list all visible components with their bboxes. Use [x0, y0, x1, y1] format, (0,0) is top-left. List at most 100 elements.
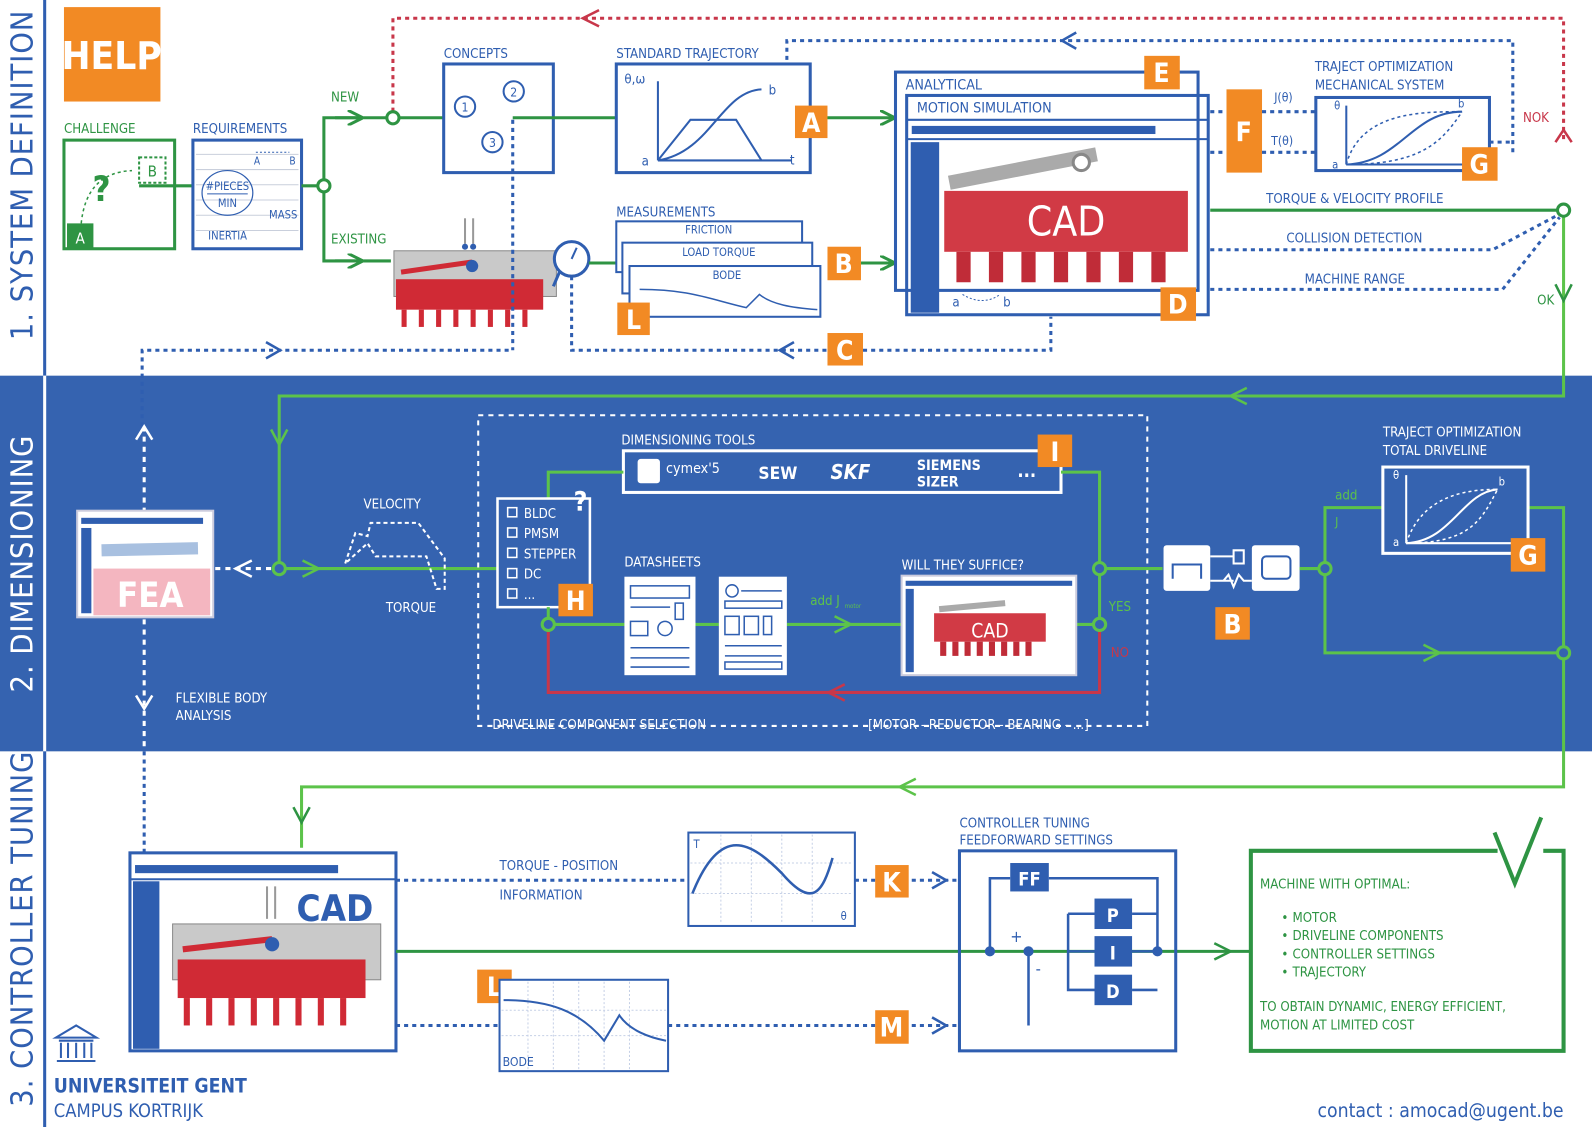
badge-m[interactable]: M — [875, 1010, 909, 1044]
point-a: a — [1393, 536, 1399, 549]
axis-label-theta: θ — [1334, 100, 1340, 113]
sidebar — [133, 881, 160, 1049]
badge-b[interactable]: B — [827, 246, 861, 281]
badge-k[interactable]: K — [875, 865, 909, 898]
junction — [1555, 202, 1572, 218]
checkbox-other[interactable]: ... — [524, 588, 535, 603]
badge-d[interactable]: D — [1160, 287, 1197, 321]
university-logo: UNIVERSITEIT GENT CAMPUS KORTRIJK — [52, 1024, 247, 1122]
dashed-feedback-line — [570, 276, 1053, 352]
selection-flow-lines — [546, 567, 1163, 626]
help-button[interactable]: HELP — [62, 7, 162, 102]
will-they-suffice-title: WILL THEY SUFFICE? — [902, 559, 1024, 574]
lightbulb-icon — [453, 95, 477, 118]
lightbulb-icon — [502, 80, 525, 103]
arrow-right-icon — [931, 871, 949, 890]
question-icon: ? — [93, 170, 111, 210]
driveline-icons — [1163, 545, 1300, 591]
campus-name: CAMPUS KORTRIJK — [54, 1101, 204, 1122]
checkmark-icon — [1492, 816, 1544, 889]
concept-3: 3 — [489, 136, 496, 150]
badge-i-label: I — [1050, 438, 1059, 468]
flexible-body-label-2: ANALYSIS — [176, 709, 232, 724]
badge-e[interactable]: E — [1144, 55, 1180, 90]
trajectory-optimization-mech-chart: θ a b — [1314, 95, 1491, 173]
axis-label-x: t — [790, 153, 795, 168]
badge-m-label: M — [880, 1014, 904, 1044]
result-item-controller: CONTROLLER SETTINGS — [1292, 947, 1434, 962]
contact-email-link[interactable]: contact : amocad@ugent.be — [1317, 1099, 1563, 1122]
p-block: P — [1107, 906, 1119, 927]
existing-machine-image — [393, 218, 557, 327]
checkbox-bldc[interactable]: BLDC — [524, 507, 556, 522]
challenge-title: CHALLENGE — [64, 122, 136, 137]
result-item-trajectory: TRAJECTORY — [1291, 966, 1366, 981]
measurements-title: MEASUREMENTS — [616, 205, 715, 220]
result-footer-2: MOTION AT LIMITED COST — [1260, 1019, 1415, 1034]
traject-opt-total-title-1: TRAJECT OPTIMIZATION — [1382, 426, 1522, 441]
badge-h[interactable]: H — [558, 583, 593, 617]
velocity-label: VELOCITY — [363, 498, 421, 513]
axis-label-y: θ,ω — [624, 72, 645, 87]
checkbox-dc[interactable]: DC — [524, 568, 541, 583]
requirements-title: REQUIREMENTS — [193, 122, 287, 137]
nok-label: NOK — [1523, 111, 1550, 126]
analytical-window: ANALYTICAL — [893, 70, 1200, 292]
cad-tuning-window: CAD — [128, 851, 398, 1053]
badge-b-label: B — [1224, 611, 1242, 641]
tools-loop-line — [546, 470, 1102, 564]
no-label: NO — [1111, 646, 1129, 661]
driveline-flow-lines — [300, 506, 1566, 848]
badge-c[interactable]: C — [827, 333, 864, 366]
driveline-items-label: [MOTOR - REDUCTOR - BEARING - ...] — [868, 718, 1089, 733]
badge-e-label: E — [1153, 59, 1169, 89]
result-item: • — [1281, 947, 1288, 962]
motor-type-list: ? BLDC PMSM STEPPER DC ... — [496, 488, 592, 609]
junction — [316, 178, 332, 194]
cad-model — [944, 190, 1188, 252]
arrow-right-icon — [1213, 942, 1234, 961]
checkbox-pmsm[interactable]: PMSM — [524, 527, 559, 542]
badge-l[interactable]: L — [617, 302, 650, 336]
point-a: a — [642, 155, 649, 170]
plus-sign: + — [1010, 927, 1022, 946]
add-label: add — [1335, 489, 1357, 504]
cad-label: CAD — [296, 887, 373, 930]
badge-g-driveline[interactable]: G — [1510, 538, 1546, 572]
badge-g[interactable]: G — [1462, 147, 1498, 181]
tool-siemens: SIEMENS — [917, 458, 981, 474]
axis-label-theta: θ — [1393, 469, 1399, 482]
req-pieces: #PIECES — [206, 180, 250, 193]
lightbulb-icon — [481, 130, 504, 154]
section-label-controller-tuning: 3. CONTROLLER TUNING — [5, 751, 40, 1107]
badge-a[interactable]: A — [794, 105, 828, 139]
existing-label: EXISTING — [331, 233, 386, 248]
motor-icon — [1251, 545, 1300, 591]
standard-trajectory-chart: θ,ω t a b — [614, 62, 812, 175]
badge-i[interactable]: I — [1037, 434, 1073, 468]
tool-more: ... — [1017, 461, 1036, 482]
axis-label-t: T — [692, 838, 700, 851]
section-label-dimensioning: 2. DIMENSIONING — [5, 435, 40, 693]
badge-f[interactable]: F — [1226, 89, 1263, 173]
controller-block: FF P I D + - — [957, 849, 1178, 1053]
badge-b-driveline[interactable]: B — [1215, 607, 1250, 641]
junction — [1317, 560, 1333, 577]
arrow-right-icon — [834, 615, 854, 634]
add-j-motor-label: add J — [810, 594, 840, 609]
result-item-driveline: DRIVELINE COMPONENTS — [1292, 929, 1443, 944]
junction — [540, 616, 556, 633]
machine-range-line — [1210, 216, 1561, 291]
toolbar — [135, 865, 339, 874]
traject-opt-total-title-2: TOTAL DRIVELINE — [1382, 444, 1487, 459]
datasheets-title: DATASHEETS — [624, 556, 701, 571]
checkbox-stepper[interactable]: STEPPER — [524, 547, 576, 562]
yes-label: YES — [1108, 600, 1131, 615]
req-b: B — [289, 156, 295, 167]
dashed-feedback-line — [140, 348, 513, 427]
req-inertia: INERTIA — [208, 230, 247, 243]
drive-icon — [1163, 545, 1211, 591]
j-label: J — [1334, 515, 1338, 529]
tool-skf: SKF — [831, 460, 871, 484]
